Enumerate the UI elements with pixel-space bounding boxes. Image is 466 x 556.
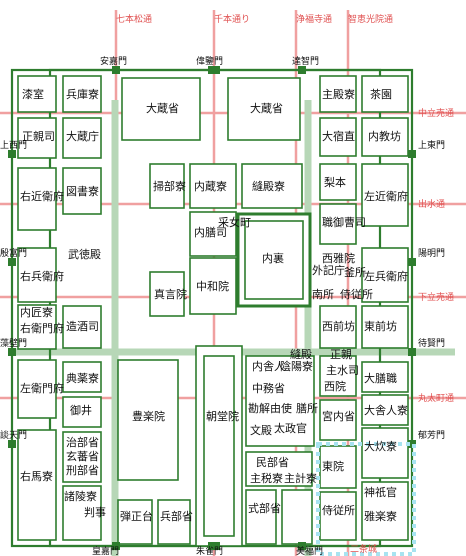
office-hyobusho: 兵部省 xyxy=(160,509,193,523)
office-dajokan: 太政官 xyxy=(274,421,307,435)
office-hyogoryo: 兵庫寮 xyxy=(66,87,99,101)
gate-joseimon: 上西門 xyxy=(0,140,27,151)
gate-taikenmon: 待賢門 xyxy=(418,337,445,349)
office-tonoi: 大宿直 xyxy=(322,129,355,143)
office-jijudokoro: 侍従所 xyxy=(340,288,373,301)
office-saemonfu: 左衛門府 xyxy=(20,381,64,395)
office-nishimaebo: 西前坊 xyxy=(322,319,355,333)
gate-bifukumon: 美福門 xyxy=(296,545,323,556)
office-kunaisho: 宮内省 xyxy=(322,409,355,423)
gate-kokamon: 皇嘉門 xyxy=(92,545,119,556)
office-kamonryo: 掃部寮 xyxy=(153,179,186,193)
office-zensho: 膳所 xyxy=(296,401,318,415)
office-gagakuryo: 雅楽寮 xyxy=(364,509,397,523)
gate-jotomon: 上東門 xyxy=(418,139,445,151)
office-udoneri: 内舎人 xyxy=(252,359,285,373)
office-shiki: 職御曹司 xyxy=(322,215,366,229)
office-minamidokoro: 南所 xyxy=(312,288,334,301)
office-chodoin: 朝堂院 xyxy=(206,409,239,423)
office-chaen: 茶園 xyxy=(370,88,392,101)
office-nuidono: 縫殿寮 xyxy=(252,179,285,193)
gate-sohekimon: 藻壁門 xyxy=(0,337,27,349)
office-onmyoryo: 陰陽寮 xyxy=(280,359,313,373)
office-higashimaebo: 東前坊 xyxy=(364,319,397,333)
office-tenyakuryo: 典薬寮 xyxy=(66,371,99,385)
office-butokuden: 武徳殿 xyxy=(68,248,101,261)
office-mii: 御井 xyxy=(70,403,92,417)
office-sahyoefu: 左兵衛府 xyxy=(364,269,408,283)
office-nakatsukasa: 中務省 xyxy=(252,381,285,395)
office-jijudokoro-2: 侍従所 xyxy=(322,504,355,517)
gate-yomeimon: 陽明門 xyxy=(418,248,445,259)
office-otoneriryo: 大舎人寮 xyxy=(364,403,408,417)
office-jibusho: 治部省 xyxy=(66,435,99,449)
office-naikyobo: 内教坊 xyxy=(368,129,401,143)
office-dairi: 内裏 xyxy=(262,251,284,265)
street-label-senbon: 千本通り xyxy=(214,13,250,25)
office-ookimi-2: 正親 xyxy=(330,348,352,361)
office-naizenshi: 内膳司 xyxy=(194,225,227,239)
street-label-shichihon: 七本松通 xyxy=(116,13,152,25)
office-okurasho-1: 大蔵省 xyxy=(146,101,179,115)
office-zushoryo: 図書寮 xyxy=(66,184,99,198)
office-shingonin: 真言院 xyxy=(154,287,187,301)
office-ukonoefu: 右近衛府 xyxy=(20,189,64,203)
office-shoryoryo: 諸陵寮 xyxy=(64,489,97,503)
office-sakonoefu: 左近衛府 xyxy=(364,189,408,203)
office-umaryo: 右馬寮 xyxy=(20,469,53,483)
office-nashimoto: 梨本 xyxy=(324,175,346,189)
office-jingikan: 神祇官 xyxy=(364,485,397,499)
office-chukain: 中和院 xyxy=(196,279,229,293)
gate-inpumon: 殷富門 xyxy=(0,247,27,259)
office-mondoshi: 主水司 xyxy=(326,364,359,377)
office-danjodai: 弾正台 xyxy=(120,509,153,523)
office-gekicho: 外記庁 xyxy=(312,263,345,277)
office-saiin: 西院 xyxy=(324,379,346,393)
office-fumidono: 文殿 xyxy=(250,423,272,437)
office-seigain: 西雅院 xyxy=(322,251,355,265)
office-toin: 東院 xyxy=(322,459,344,473)
office-ooiryo: 大炊寮 xyxy=(364,439,397,453)
office-minbusho: 民部省 xyxy=(256,455,289,469)
gate-ikanmon: 偉鑒門 xyxy=(196,55,223,67)
office-nuidono-2: 縫殿 xyxy=(290,347,312,361)
office-kageyushi: 勘解由使 xyxy=(248,401,292,415)
office-shuzeiryo: 主税寮 xyxy=(250,471,283,485)
office-uneme: 采女町 xyxy=(218,215,251,229)
gate-suzakumon: 朱雀門 xyxy=(196,545,223,556)
office-hanji: 判事 xyxy=(84,506,106,519)
office-daizenshiki: 大膳職 xyxy=(364,371,397,385)
office-okurasho-cho: 大蔵庁 xyxy=(66,129,99,143)
office-kuraryo: 内蔵寮 xyxy=(194,179,227,193)
office-kamado: 釜所 xyxy=(344,265,366,279)
gate-ankamon: 安嘉門 xyxy=(100,55,127,67)
office-mikishi: 造酒司 xyxy=(66,319,99,333)
street-label-chiekouin: 智恵光院通 xyxy=(348,13,393,25)
office-burakuin: 豊楽院 xyxy=(132,409,165,423)
office-uhyoefu: 右兵衛府 xyxy=(20,269,64,283)
street-label-jofukuji: 浄福寺通 xyxy=(296,13,332,25)
street-label-demizu: 出水通 xyxy=(418,198,445,210)
office-urushimuro: 漆室 xyxy=(22,87,44,101)
office-gyobusho: 刑部省 xyxy=(66,463,99,477)
office-shikibusho: 式部省 xyxy=(248,501,281,515)
gate-dantenmon: 談天門 xyxy=(0,429,27,441)
street-label-shimodachiuri: 下立売通 xyxy=(418,291,454,303)
office-okurasho-2: 大蔵省 xyxy=(250,101,283,115)
street-label-marutamachi: 丸太町通 xyxy=(418,392,454,404)
office-ookimi: 正親司 xyxy=(22,130,55,143)
street-label-nakadachiuri: 中立売通 xyxy=(418,107,454,119)
gate-ikuhomon: 郁芳門 xyxy=(418,429,445,441)
office-uemonfu: 右衛門府 xyxy=(20,321,64,335)
office-shukeiryo: 主計寮 xyxy=(284,471,317,485)
gate-tatchimon: 達智門 xyxy=(292,55,319,67)
office-takumiryo: 内匠寮 xyxy=(20,305,53,319)
office-genba: 玄蕃省 xyxy=(66,449,99,463)
nijo-castle-label: 二条城 xyxy=(350,543,377,555)
office-tonomoryo: 主殿寮 xyxy=(322,87,355,101)
